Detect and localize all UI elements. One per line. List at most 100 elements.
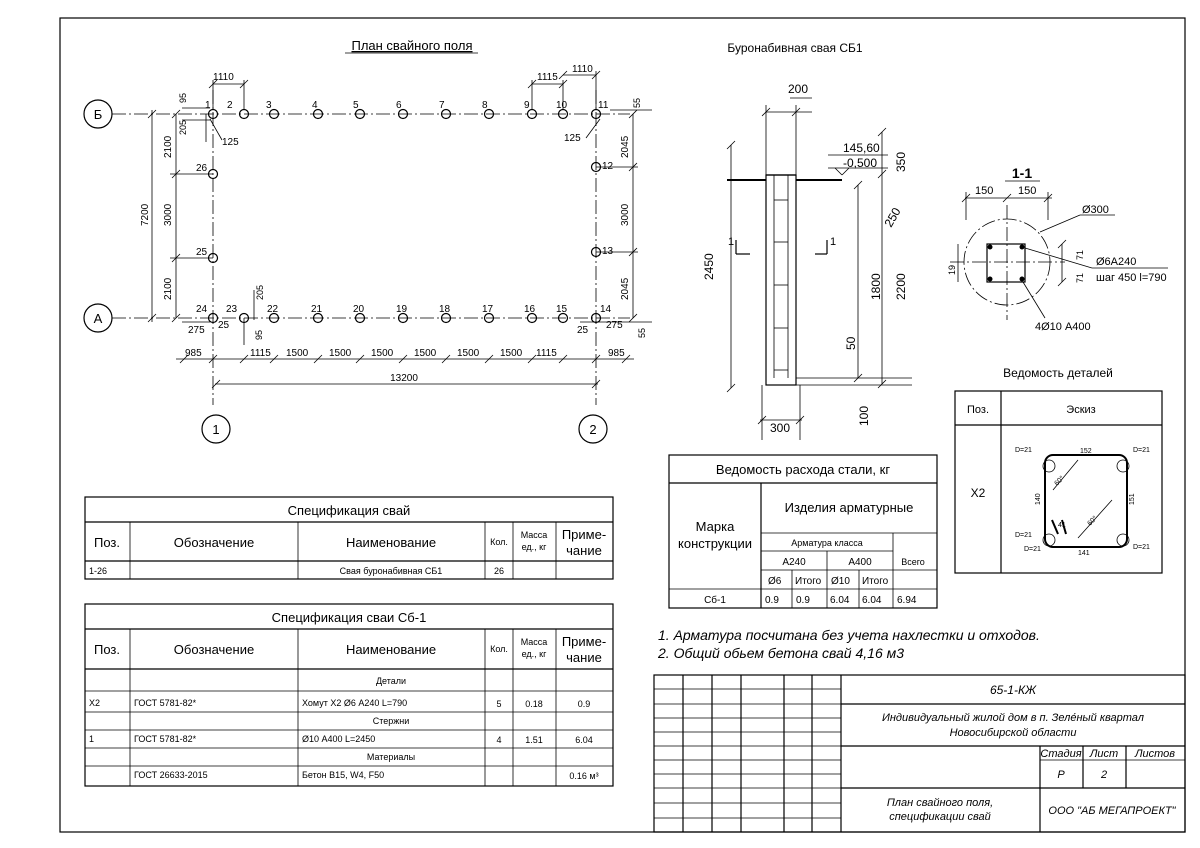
svg-text:71: 71 xyxy=(1075,250,1085,260)
svg-text:4: 4 xyxy=(496,735,501,745)
steel-table: Ведомость расхода стали, кг Марка констр… xyxy=(668,454,938,609)
svg-text:0.16 м³: 0.16 м³ xyxy=(569,771,598,781)
svg-text:Приме-: Приме- xyxy=(562,634,606,649)
pile-detail: Буронабивная свая СБ1 200 145,60 -0,500 xyxy=(702,41,912,440)
svg-text:1. Арматура посчитана без уче: 1. Арматура посчитана без учета нахлестк… xyxy=(658,627,1040,643)
svg-text:1110: 1110 xyxy=(572,64,593,75)
svg-text:19: 19 xyxy=(947,265,957,275)
svg-text:200: 200 xyxy=(788,82,808,96)
svg-text:1-26: 1-26 xyxy=(89,566,107,576)
pile-plan: План свайного поля Б А 1 2 xyxy=(83,38,652,444)
svg-text:Масса: Масса xyxy=(521,637,548,647)
svg-text:Ведомость расхода стали, кг: Ведомость расхода стали, кг xyxy=(716,462,890,477)
pile-plan-title: План свайного поля xyxy=(351,38,472,53)
svg-text:26: 26 xyxy=(494,566,504,576)
svg-text:8: 8 xyxy=(482,100,488,111)
spec-sb1-table: Спецификация сваи Сб-1 Поз. Обозначение … xyxy=(84,603,614,787)
svg-text:D=21: D=21 xyxy=(1133,447,1150,454)
svg-text:4: 4 xyxy=(312,100,318,111)
axis-bubble-b: Б xyxy=(83,99,113,129)
svg-text:3: 3 xyxy=(266,100,272,111)
svg-text:2. Общий обьем бетона свай 4,: 2. Общий обьем бетона свай 4,16 м3 xyxy=(657,645,904,661)
svg-text:Б: Б xyxy=(94,107,103,122)
svg-text:2: 2 xyxy=(589,422,596,437)
svg-text:1500: 1500 xyxy=(329,348,352,359)
svg-text:0.9: 0.9 xyxy=(796,595,810,606)
svg-text:95: 95 xyxy=(254,330,264,340)
svg-text:ООО "АБ МЕГАПРОЕКТ": ООО "АБ МЕГАПРОЕКТ" xyxy=(1048,805,1176,817)
svg-text:7: 7 xyxy=(439,100,445,111)
svg-text:300: 300 xyxy=(770,421,790,435)
svg-text:Лист: Лист xyxy=(1089,748,1118,760)
svg-text:Ø300: Ø300 xyxy=(1082,204,1109,216)
svg-text:1115: 1115 xyxy=(536,348,557,359)
svg-text:конструкции: конструкции xyxy=(678,536,752,551)
svg-text:150: 150 xyxy=(975,185,993,197)
svg-text:11: 11 xyxy=(598,100,609,111)
plan-dims-bottom-local xyxy=(182,290,610,345)
svg-text:1: 1 xyxy=(212,422,219,437)
svg-text:985: 985 xyxy=(608,348,625,359)
svg-text:1: 1 xyxy=(728,236,734,248)
svg-text:Спецификация сваи Сб-1: Спецификация сваи Сб-1 xyxy=(272,610,427,625)
svg-text:чание: чание xyxy=(566,650,602,665)
svg-text:0.18: 0.18 xyxy=(525,699,543,709)
svg-text:275: 275 xyxy=(188,325,205,336)
svg-text:2200: 2200 xyxy=(894,273,908,300)
svg-text:125: 125 xyxy=(222,137,239,148)
svg-text:55: 55 xyxy=(632,98,642,108)
svg-text:3000: 3000 xyxy=(163,203,174,226)
svg-text:1800: 1800 xyxy=(869,273,883,300)
svg-text:26: 26 xyxy=(196,163,208,174)
svg-text:2100: 2100 xyxy=(163,135,174,158)
svg-text:1: 1 xyxy=(830,236,836,248)
svg-text:Приме-: Приме- xyxy=(562,527,606,542)
axis-bubble-1: 1 xyxy=(201,414,231,444)
svg-text:D=21: D=21 xyxy=(1015,532,1032,539)
svg-text:7200: 7200 xyxy=(140,203,151,226)
svg-text:Спецификация свай: Спецификация свай xyxy=(288,503,411,518)
svg-text:А240: А240 xyxy=(782,557,806,568)
svg-text:13: 13 xyxy=(602,246,614,257)
svg-text:Бетон В15, W4, F50: Бетон В15, W4, F50 xyxy=(302,770,384,780)
svg-text:10: 10 xyxy=(556,100,568,111)
svg-text:4Ø10 А400: 4Ø10 А400 xyxy=(1035,321,1091,333)
plan-dims-right xyxy=(596,109,652,323)
svg-text:Х2: Х2 xyxy=(89,698,100,708)
svg-text:Индивидуальный жилой дом в п.: Индивидуальный жилой дом в п. Зеле́ный к… xyxy=(882,712,1144,724)
svg-text:Свая буронабивная СБ1: Свая буронабивная СБ1 xyxy=(340,566,443,576)
svg-text:1500: 1500 xyxy=(414,348,437,359)
svg-text:Х2: Х2 xyxy=(971,486,986,500)
svg-text:Р: Р xyxy=(1057,769,1065,781)
svg-text:24: 24 xyxy=(196,304,208,315)
svg-text:Ø10: Ø10 xyxy=(831,576,850,587)
svg-text:Поз.: Поз. xyxy=(94,535,120,550)
svg-text:12: 12 xyxy=(602,161,614,172)
svg-text:Стадия: Стадия xyxy=(1040,748,1081,760)
svg-text:100: 100 xyxy=(857,406,871,426)
svg-text:1500: 1500 xyxy=(457,348,480,359)
svg-text:План свайного поля,: План свайного поля, xyxy=(887,797,993,809)
svg-text:18: 18 xyxy=(439,304,451,315)
svg-text:6.04: 6.04 xyxy=(830,595,850,606)
svg-text:Новосибирской области: Новосибирской области xyxy=(950,727,1077,739)
svg-text:50: 50 xyxy=(844,336,858,350)
svg-text:Наименование: Наименование xyxy=(346,535,436,550)
sheet-frame xyxy=(59,17,1186,833)
svg-text:Всего: Всего xyxy=(901,557,925,567)
svg-text:Ø6А240: Ø6А240 xyxy=(1096,256,1136,268)
svg-text:Сб-1: Сб-1 xyxy=(704,594,726,606)
svg-text:Кол.: Кол. xyxy=(490,537,508,547)
svg-text:Эскиз: Эскиз xyxy=(1066,404,1095,416)
svg-text:Арматура класса: Арматура класса xyxy=(791,538,862,548)
svg-text:2045: 2045 xyxy=(620,277,631,300)
svg-text:65-1-КЖ: 65-1-КЖ xyxy=(990,683,1037,697)
svg-text:2: 2 xyxy=(1100,769,1107,781)
svg-text:140: 140 xyxy=(1035,493,1042,505)
svg-text:141: 141 xyxy=(1078,550,1090,557)
svg-text:95: 95 xyxy=(178,93,188,103)
section-1-1: 1-1 150 150 Ø300 Ø6А240 шаг 450 l=790 4Ø… xyxy=(947,165,1168,333)
svg-text:чание: чание xyxy=(566,543,602,558)
svg-text:Итого: Итого xyxy=(862,576,889,587)
svg-text:ед., кг: ед., кг xyxy=(522,649,547,659)
